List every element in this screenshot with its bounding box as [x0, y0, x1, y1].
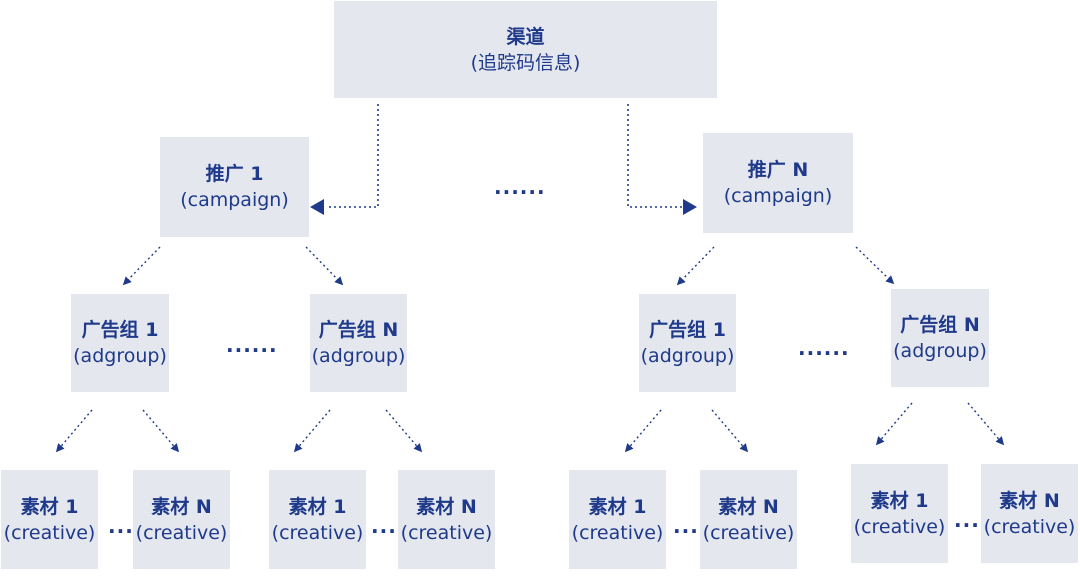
adgroup-node-4: 广告组 N (adgroup): [891, 289, 989, 387]
creative-node-5: 素材 1 (creative): [569, 470, 666, 569]
creative-subtitle: (creative): [702, 521, 795, 544]
creative-title: 素材 N: [718, 495, 779, 518]
creative-subtitle: (creative): [3, 521, 96, 544]
connector-ag4-cr7: [875, 402, 913, 446]
channel-node: 渠道 (追踪码信息): [334, 1, 717, 98]
creative-title: 素材 1: [288, 495, 347, 518]
creative-node-1: 素材 1 (creative): [1, 470, 98, 569]
creative-node-6: 素材 N (creative): [700, 470, 797, 569]
connector-root-to-campaign-1: [326, 104, 379, 208]
creative-title: 素材 1: [588, 495, 647, 518]
channel-title: 渠道: [506, 25, 545, 48]
creative-ellipsis-3: ···: [673, 519, 699, 543]
creative-subtitle: (creative): [135, 521, 228, 544]
adgroup-ellipsis-left: ......: [226, 333, 278, 357]
creative-subtitle: (creative): [400, 521, 493, 544]
connector-ag2-cr3: [293, 409, 331, 453]
connector-ag2-cr4: [385, 409, 423, 453]
creative-node-7: 素材 1 (creative): [851, 464, 948, 563]
creative-title: 素材 1: [20, 495, 79, 518]
campaign-node-n: 推广 N (campaign): [703, 133, 853, 233]
creative-subtitle: (creative): [983, 515, 1076, 538]
creative-ellipsis-4: ···: [954, 513, 980, 537]
connector-ag4-cr8: [967, 402, 1005, 446]
adgroup-node-3: 广告组 1 (adgroup): [639, 294, 736, 392]
creative-node-3: 素材 1 (creative): [269, 470, 366, 569]
arrowhead-campaign-n: [683, 199, 697, 215]
campaign-subtitle: (campaign): [723, 185, 833, 207]
adgroup-subtitle: (adgroup): [311, 345, 406, 367]
creative-subtitle: (creative): [271, 521, 364, 544]
creative-node-2: 素材 N (creative): [133, 470, 230, 569]
arrowhead-campaign-1: [310, 199, 324, 215]
creative-ellipsis-1: ···: [108, 519, 134, 543]
connector-c1-ag1: [122, 246, 161, 286]
creative-subtitle: (creative): [853, 515, 946, 538]
adgroup-title: 广告组 N: [900, 314, 980, 336]
creative-ellipsis-2: ···: [371, 519, 397, 543]
creative-title: 素材 N: [999, 489, 1060, 512]
adgroup-subtitle: (adgroup): [893, 340, 987, 362]
campaign-ellipsis: ......: [494, 175, 546, 199]
connector-ag3-cr6: [711, 409, 749, 453]
adgroup-subtitle: (adgroup): [640, 345, 735, 367]
connector-ag1-cr1: [55, 409, 93, 453]
campaign-title: 推广 N: [747, 159, 809, 181]
campaign-node-1: 推广 1 (campaign): [160, 137, 309, 237]
adgroup-title: 广告组 1: [649, 319, 726, 341]
creative-title: 素材 1: [870, 489, 929, 512]
creative-subtitle: (creative): [571, 521, 664, 544]
connector-root-to-campaign-n: [627, 104, 682, 208]
adgroup-ellipsis-right: ......: [798, 336, 850, 360]
creative-node-4: 素材 N (creative): [398, 470, 495, 569]
connector-c1-ag2: [305, 246, 344, 286]
creative-title: 素材 N: [151, 495, 212, 518]
connector-c2-ag4: [855, 246, 895, 285]
connector-ag3-cr5: [624, 409, 662, 453]
campaign-title: 推广 1: [205, 163, 264, 185]
campaign-subtitle: (campaign): [180, 189, 289, 211]
adgroup-node-1: 广告组 1 (adgroup): [71, 294, 169, 392]
adgroup-title: 广告组 1: [81, 319, 159, 341]
channel-subtitle: (追踪码信息): [470, 51, 581, 74]
adgroup-title: 广告组 N: [318, 319, 399, 341]
connector-ag1-cr2: [142, 409, 180, 453]
adgroup-node-2: 广告组 N (adgroup): [310, 294, 407, 392]
creative-node-8: 素材 N (creative): [981, 464, 1078, 563]
connector-c2-ag3: [676, 246, 715, 286]
creative-title: 素材 N: [416, 495, 477, 518]
adgroup-subtitle: (adgroup): [73, 345, 167, 367]
